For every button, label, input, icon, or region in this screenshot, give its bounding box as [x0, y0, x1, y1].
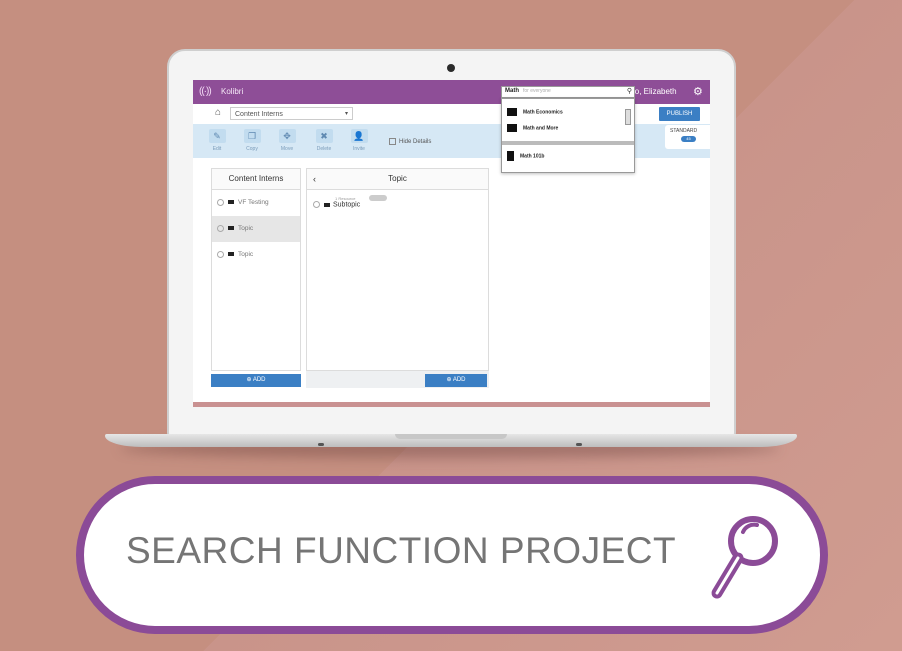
gear-icon[interactable]: ⚙ [693, 86, 703, 98]
standard-count-badge: 45 [681, 136, 696, 142]
list-item-label: Topic [238, 251, 254, 258]
search-value: Math [505, 88, 519, 94]
banner-title: SEARCH FUNCTION PROJECT [126, 530, 677, 571]
home-icon[interactable]: ⌂ [215, 107, 222, 118]
pencil-icon: ✎ [208, 129, 226, 143]
add-button-mid[interactable]: ⊕ ADD [425, 374, 487, 387]
delete-label: Delete [316, 146, 332, 152]
copy-button[interactable]: ❐ Copy [238, 129, 266, 152]
topic-panel-title: Topic [388, 174, 407, 183]
laptop-notch [395, 434, 507, 439]
user-greeting[interactable]: Hello, Elizabeth [621, 87, 677, 96]
channel-select[interactable]: Content Interns ▾ [230, 107, 353, 120]
chevron-down-icon: ▾ [344, 111, 348, 117]
folder-icon [228, 226, 234, 231]
logo-icon: ((·)) [199, 86, 212, 97]
add-button-left[interactable]: ⊕ ADD [211, 374, 301, 387]
invite-label: Invite [353, 146, 365, 152]
search-result-item[interactable]: Math and More [507, 124, 558, 132]
folder-icon [324, 202, 330, 207]
move-label: Move [280, 146, 294, 152]
edit-button[interactable]: ✎ Edit [203, 129, 231, 152]
list-item[interactable]: VF Testing [212, 190, 300, 216]
copy-label: Copy [246, 146, 258, 152]
search-result-label: Math and More [523, 125, 559, 132]
document-icon [507, 151, 514, 161]
list-item-label: VF Testing [238, 199, 269, 206]
laptop-base [105, 434, 797, 447]
standard-indicator: STANDARD 45 [665, 125, 710, 149]
search-input[interactable]: Math for everyone ⚲ [501, 86, 635, 98]
laptop-foot [318, 443, 324, 446]
publish-button[interactable]: PUBLISH [659, 107, 700, 121]
search-results-dropdown: Math Economics Math and More Math 101b [501, 98, 635, 173]
magnifier-icon [711, 516, 778, 599]
edit-label: Edit [212, 146, 222, 152]
list-item-label: Topic [238, 225, 254, 232]
hide-details-label: Hide Details [399, 139, 432, 146]
channel-panel-title: Content Interns [212, 169, 300, 190]
move-icon: ✥ [278, 129, 296, 143]
laptop-foot [576, 443, 582, 446]
search-placeholder: for everyone [523, 88, 551, 94]
search-icon[interactable]: ⚲ [626, 88, 632, 95]
copy-icon: ❐ [243, 129, 261, 143]
search-result-label: Math Economics [523, 109, 563, 116]
search-result-label: Math 101b [520, 153, 545, 160]
plus-icon: ⊕ [246, 377, 253, 383]
list-item-selected[interactable]: Topic [212, 216, 300, 242]
hide-details-checkbox[interactable] [389, 138, 396, 145]
camera-icon [447, 64, 455, 72]
search-result-item[interactable]: Math 101b [507, 151, 544, 161]
add-label: ADD [252, 377, 266, 383]
folder-icon [228, 252, 234, 257]
folder-icon [228, 200, 234, 205]
resource-count: 1 Resource [335, 196, 356, 201]
add-label: ADD [452, 377, 466, 383]
folder-icon [507, 108, 517, 116]
dropdown-scrollbar[interactable] [625, 109, 631, 125]
channel-select-value: Content Interns [235, 111, 283, 118]
topic-panel: ‹ Topic 1 Resource Subtopic [306, 168, 489, 371]
back-chevron-icon[interactable]: ‹ [313, 174, 316, 184]
divider [502, 141, 634, 145]
user-icon: 👤 [350, 129, 368, 143]
brand-name: Kolibri [221, 87, 244, 96]
title-banner [76, 476, 828, 634]
list-item[interactable]: Subtopic [313, 201, 360, 208]
plus-icon: ⊕ [446, 377, 453, 383]
select-radio[interactable] [217, 250, 224, 258]
delete-button[interactable]: ✖ Delete [310, 129, 338, 152]
invite-button[interactable]: 👤 Invite [345, 129, 373, 152]
screen-bottom-strip [193, 402, 710, 407]
list-item[interactable]: Topic [212, 242, 300, 268]
topic-panel-header: ‹ Topic [307, 169, 488, 190]
hide-details-toggle[interactable]: Hide Details [389, 138, 431, 145]
standard-label: STANDARD [670, 128, 698, 134]
select-radio[interactable] [313, 201, 320, 208]
select-radio[interactable] [217, 224, 224, 232]
subtopic-label: Subtopic [333, 201, 361, 209]
search-result-item[interactable]: Math Economics [507, 108, 563, 116]
channel-panel: Content Interns VF Testing Topic Topic [211, 168, 301, 371]
folder-icon [507, 124, 517, 132]
delete-icon: ✖ [315, 129, 333, 143]
select-radio[interactable] [217, 198, 224, 206]
move-button[interactable]: ✥ Move [273, 129, 301, 152]
laptop-screen: ((·)) Kolibri Hello, Elizabeth ⚙ ⌂ Conte… [193, 80, 710, 407]
status-badge [369, 195, 387, 201]
